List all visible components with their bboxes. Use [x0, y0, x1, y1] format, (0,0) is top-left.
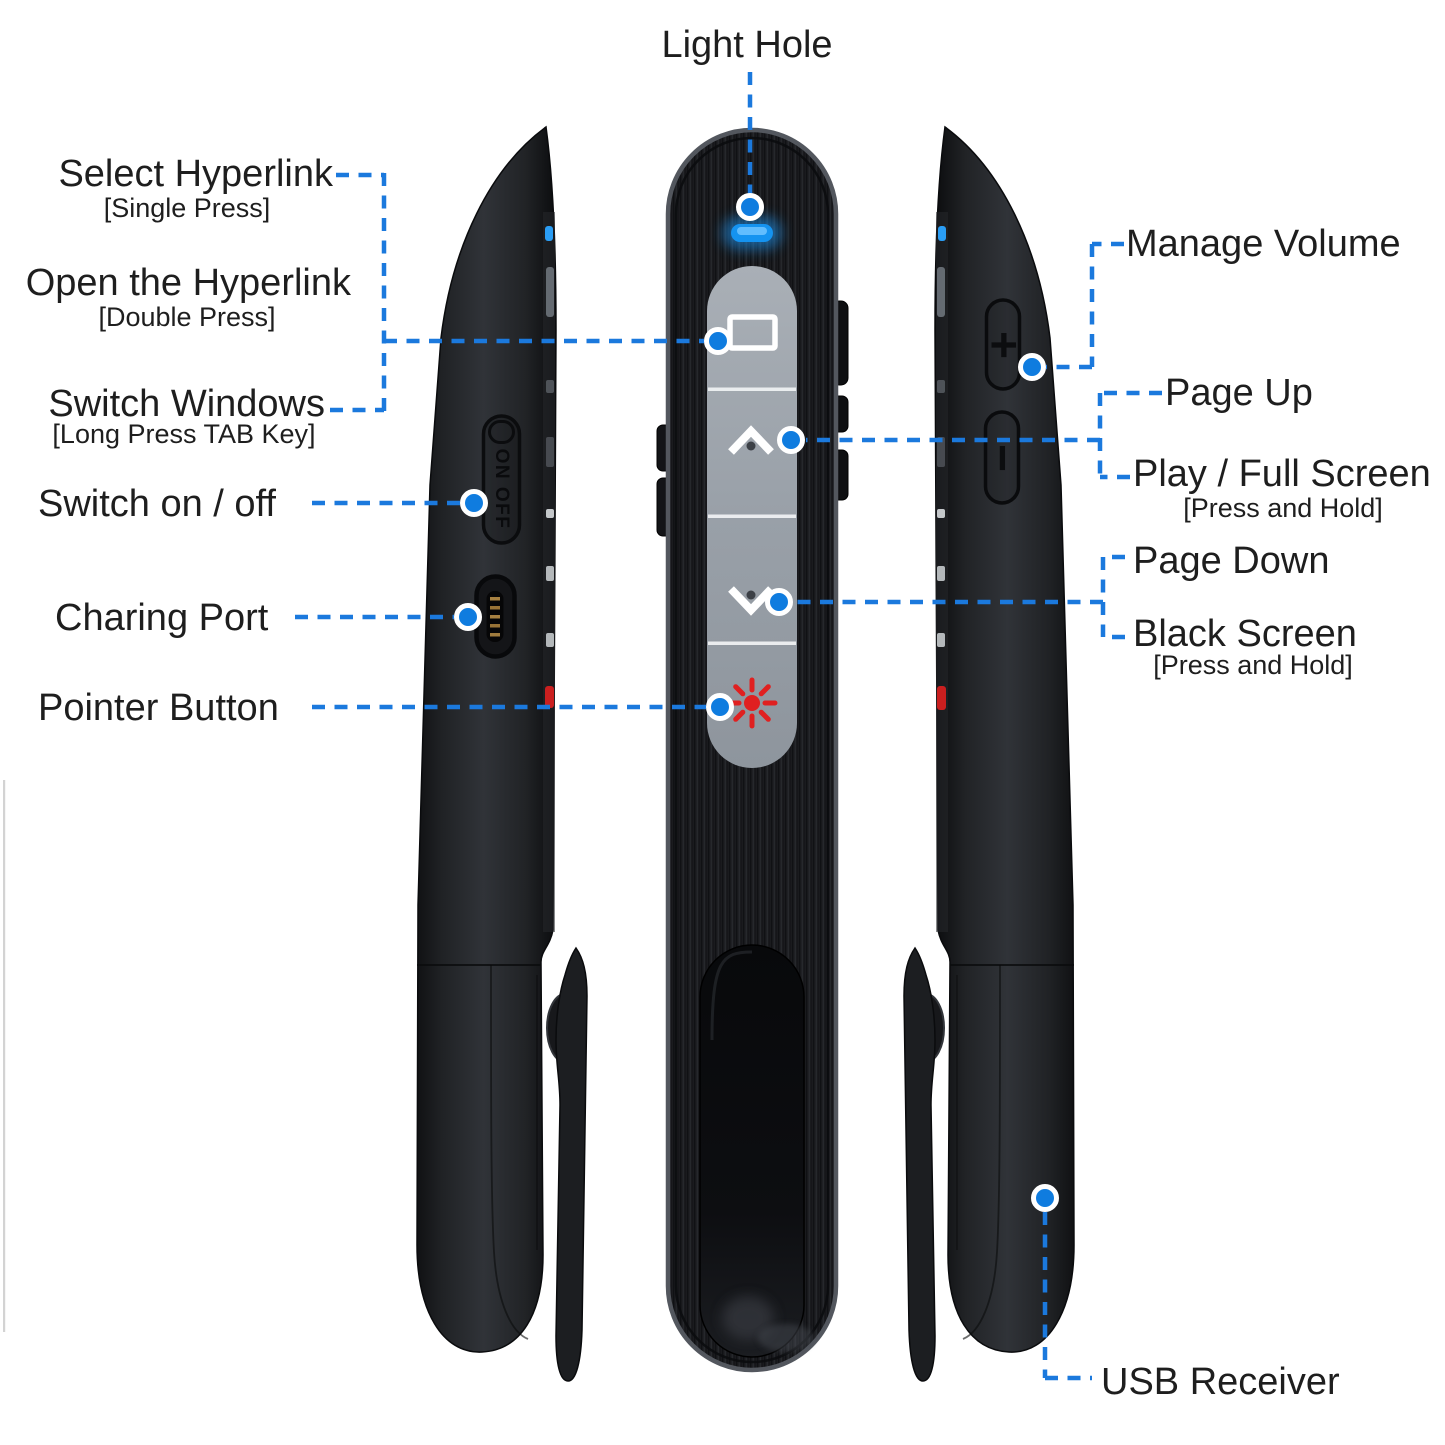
plus-icon: + [977, 331, 1030, 359]
sublabel-double-press: [Double Press] [98, 302, 276, 332]
label-light-hole: Light Hole [661, 24, 833, 66]
label-usb-receiver: USB Receiver [1101, 1361, 1340, 1403]
callout-dot-light-hole [736, 193, 764, 221]
volume-down-button: − [976, 410, 1029, 505]
center-remote-front-view [656, 127, 849, 1373]
callout-dot-page-up [777, 426, 805, 454]
sublabel-press-and-hold-black: [Press and Hold] [1153, 650, 1353, 680]
button-edge-mark [546, 437, 554, 467]
button-edge-mark [937, 267, 945, 317]
led-edge-glint [938, 226, 946, 241]
button-edge-mark [937, 437, 945, 467]
pocket-clip [555, 946, 588, 1382]
usb-receiver-compartment [699, 944, 814, 1358]
switch-knob [488, 420, 515, 444]
label-select-hyperlink: Select Hyperlink [58, 153, 333, 195]
volume-up-button: + [977, 298, 1030, 391]
right-remote-side-view: + − [903, 125, 1075, 1382]
label-page-up: Page Up [1165, 372, 1313, 414]
label-switch-on-off: Switch on / off [38, 483, 276, 525]
pocket-clip [903, 946, 936, 1382]
label-open-hyperlink: Open the Hyperlink [25, 262, 351, 304]
led-edge-glint [545, 226, 553, 241]
label-play-full-screen: Play / Full Screen [1133, 453, 1431, 495]
chevron-up-icon [728, 425, 774, 455]
on-off-switch-label: ON OFF [491, 449, 512, 530]
label-page-down: Page Down [1133, 540, 1330, 582]
usb-c-charging-port [474, 574, 517, 659]
label-manage-volume: Manage Volume [1126, 223, 1401, 265]
button-edge-mark [546, 380, 554, 393]
button-edge-mark [937, 633, 945, 647]
monitor-icon [727, 314, 778, 351]
button-edge-mark [546, 509, 554, 518]
button-separator [708, 641, 796, 645]
callout-dot-volume [1018, 353, 1046, 381]
sublabel-press-and-hold-play: [Press and Hold] [1183, 493, 1383, 523]
button-edge-mark [546, 633, 554, 647]
callout-lines [295, 72, 1162, 1381]
button-edge-mark [937, 509, 945, 518]
chevron-down-icon [728, 586, 774, 616]
label-switch-windows: Switch Windows [48, 383, 325, 425]
sublabel-long-press-tab: [Long Press TAB Key] [52, 419, 316, 449]
led-indicator [722, 216, 782, 250]
laser-icon [726, 677, 778, 729]
left-remote-side-view: ON OFF [416, 125, 588, 1382]
button-separator [708, 387, 796, 391]
button-edge-mark [937, 380, 945, 393]
button-edge-mark [546, 566, 554, 581]
callout-dot-pointer-button [706, 693, 734, 721]
callout-dot-charging-port [454, 603, 482, 631]
on-off-switch: ON OFF [481, 414, 522, 545]
callout-dot-switch-on-off [460, 489, 488, 517]
body-seam [490, 964, 529, 1340]
button-edge-mark [937, 566, 945, 581]
body-seam [962, 964, 1001, 1340]
button-edge-mark [546, 267, 554, 317]
page-edge-artifact [3, 780, 6, 1332]
label-charging-port: Charing Port [55, 597, 269, 639]
inner-rim [674, 136, 830, 1364]
label-black-screen: Black Screen [1133, 613, 1357, 655]
callout-dot-usb-receiver [1031, 1184, 1059, 1212]
button-separator [708, 514, 796, 518]
callout-dots [454, 193, 1059, 1212]
laser-edge-glint [937, 686, 946, 710]
laser-edge-glint [545, 686, 554, 708]
callout-dot-page-down [765, 588, 793, 616]
callout-dot-hyperlink-button [704, 327, 732, 355]
sublabel-single-press: [Single Press] [103, 193, 271, 223]
label-pointer-button: Pointer Button [38, 687, 279, 729]
minus-icon: − [976, 444, 1029, 472]
